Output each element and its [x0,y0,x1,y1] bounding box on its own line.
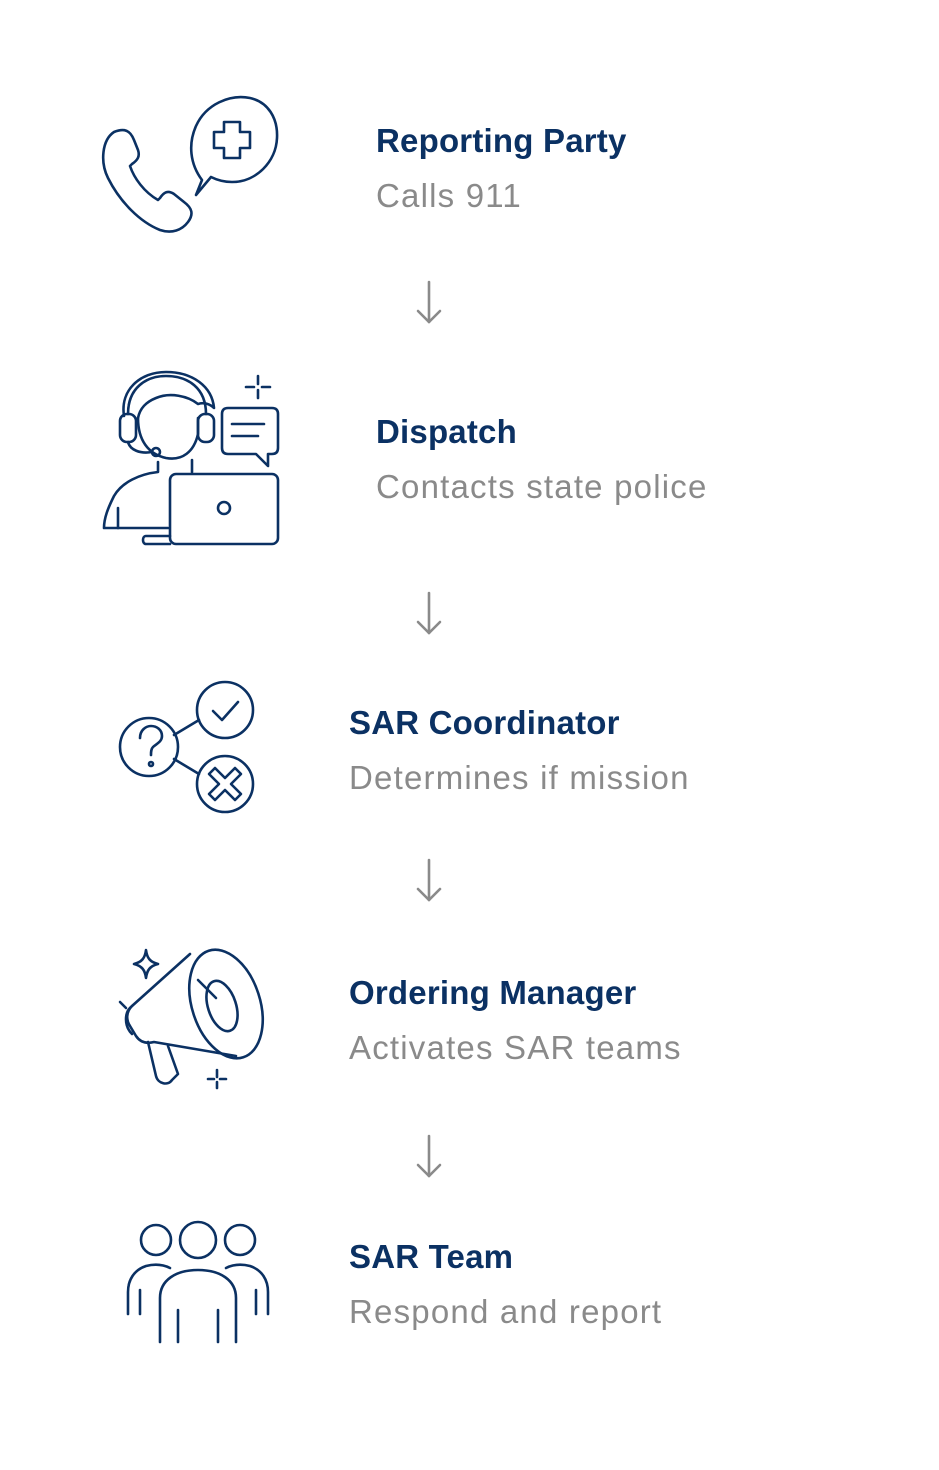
step-title-dispatch: Dispatch [376,413,517,450]
step-title-sar-team: SAR Team [349,1238,514,1275]
step-description-sar-team: Respond and report [349,1293,663,1330]
team-icon [126,1220,270,1346]
arrow-down-icon [414,858,444,904]
arrow-down-icon [414,280,444,326]
step-title-reporting-party: Reporting Party [376,122,627,159]
step-description-reporting-party: Calls 911 [376,177,522,214]
arrow-down-icon [414,591,444,637]
step-description-sar-coordinator: Determines if mission [349,759,690,796]
megaphone-icon [118,946,268,1092]
step-title-sar-coordinator: SAR Coordinator [349,704,620,741]
step-title-ordering-manager: Ordering Manager [349,974,637,1011]
dispatcher-icon [100,368,282,548]
phone-medical-icon [100,92,280,237]
step-description-dispatch: Contacts state police [376,468,708,505]
arrow-down-icon [414,1134,444,1180]
decision-icon [118,680,258,814]
step-description-ordering-manager: Activates SAR teams [349,1029,682,1066]
